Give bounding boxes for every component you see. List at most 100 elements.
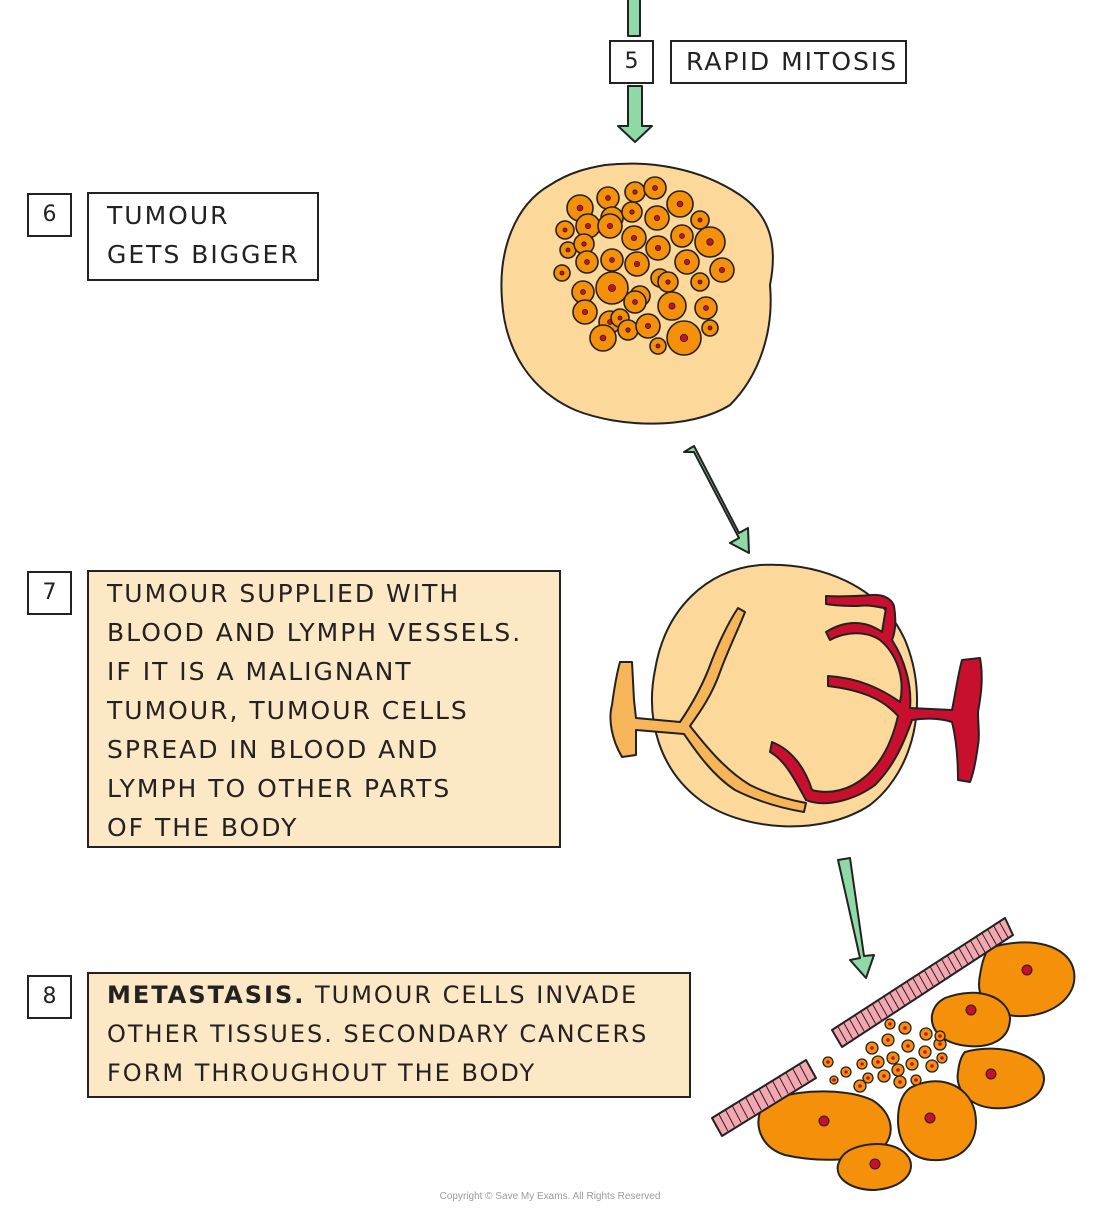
cell-nucleus [679, 233, 685, 239]
blood-vessel-segment [711, 1059, 817, 1137]
step-6-line: GETS BIGGER [107, 240, 300, 269]
cell-nucleus [580, 289, 586, 295]
cell-nucleus [559, 270, 565, 276]
cell-nucleus [629, 209, 635, 215]
cell-nucleus [630, 234, 638, 242]
cell-nucleus [633, 260, 641, 268]
cell-nucleus [599, 334, 607, 342]
migrating-tumour-cells [822, 1018, 948, 1093]
cell-nucleus [914, 1078, 918, 1082]
cell-nucleus [609, 257, 615, 263]
step-8-label: METASTASIS. TUMOUR CELLS INVADE OTHER TI… [87, 972, 691, 1098]
metastasis-term: METASTASIS. [107, 981, 306, 1009]
copyright-notice: Copyright © Save My Exams. All Rights Re… [439, 1191, 661, 1202]
tumour-illustration [500, 162, 774, 425]
cell-nucleus [938, 1034, 942, 1038]
cell-nucleus [938, 1042, 942, 1046]
cell-nucleus [625, 327, 631, 333]
cell-nucleus [644, 322, 652, 330]
cell-nucleus [668, 302, 676, 310]
cell-nucleus [581, 308, 589, 316]
lymph-vessel [609, 607, 807, 813]
cell-nucleus [858, 1084, 862, 1088]
step-7-line: OF THE BODY [107, 813, 299, 842]
tissue-cell [978, 941, 1076, 1018]
step-7-line: BLOOD AND LYMPH VESSELS. [107, 618, 523, 647]
blood-vessel-segment [831, 917, 1014, 1048]
cell-nucleus [924, 1032, 928, 1036]
cell-nucleus [707, 325, 713, 331]
cell-nucleus [653, 214, 661, 222]
cell-nucleus [606, 222, 614, 230]
cell-nucleus [617, 315, 623, 321]
step-8-line-text: TUMOUR CELLS INVADE [305, 981, 639, 1009]
step-7-line: IF IT IS A MALIGNANT [107, 657, 413, 686]
vascularised-tumour-illustration [609, 563, 983, 828]
cell-nucleus [576, 204, 584, 212]
cell-nucleus [665, 279, 671, 285]
cell-nucleus [886, 1038, 890, 1042]
step-5-number: 5 [609, 40, 654, 84]
cell-nucleus [655, 343, 661, 349]
cell-nucleus [844, 1070, 848, 1074]
step-7-number: 7 [27, 571, 72, 615]
cell-nucleus [706, 238, 714, 246]
step-7-line: LYMPH TO OTHER PARTS [107, 774, 452, 803]
cell-nucleus [605, 195, 611, 201]
step-6-number: 6 [27, 193, 72, 237]
step-7-line: TUMOUR, TUMOUR CELLS [107, 696, 469, 725]
cell-nucleus [584, 222, 592, 230]
cell-nucleus [562, 227, 568, 233]
step-8-line: FORM THROUGHOUT THE BODY [107, 1059, 537, 1087]
cell-nucleus [697, 217, 703, 223]
step-6-label: TUMOUR GETS BIGGER [87, 192, 319, 281]
cell-nucleus [860, 1062, 864, 1066]
cell-nucleus [697, 279, 703, 285]
cell-nucleus [581, 241, 587, 247]
blood-vessel [769, 593, 983, 805]
tissue-cell [896, 1080, 977, 1162]
step-8-number: 8 [27, 975, 72, 1019]
step-7-line: TUMOUR SUPPLIED WITH [107, 579, 461, 608]
cell-nucleus [940, 1056, 944, 1060]
cell-nucleus [703, 305, 709, 311]
cell-nucleus [683, 258, 691, 266]
step-6-line: TUMOUR [107, 201, 230, 230]
tissue-cell [930, 991, 1012, 1048]
tissue-cell [956, 1047, 1046, 1110]
cell-nucleus [826, 1060, 830, 1064]
tumour-cell-cluster [553, 176, 735, 356]
cell-nucleus [632, 299, 638, 305]
cell-nucleus [930, 1064, 934, 1068]
step-8-line: METASTASIS. TUMOUR CELLS INVADE [107, 976, 689, 1015]
cell-nucleus [676, 200, 684, 208]
step-7-label: TUMOUR SUPPLIED WITH BLOOD AND LYMPH VES… [87, 570, 561, 848]
cell-nucleus [903, 1026, 907, 1030]
cell-nucleus [898, 1080, 902, 1084]
cell-nucleus [632, 189, 638, 195]
cell-nucleus [896, 1068, 900, 1072]
cell-nucleus [654, 244, 662, 252]
process-arrow-5 [617, 0, 653, 143]
cell-nucleus [906, 1044, 910, 1048]
cell-nucleus [565, 247, 571, 253]
cell-nucleus [923, 1050, 927, 1054]
cell-nucleus [870, 1046, 874, 1050]
process-arrow-7 [837, 857, 875, 979]
cell-nucleus [718, 266, 726, 274]
cell-nucleus [910, 1062, 914, 1066]
cell-nucleus [888, 1022, 892, 1026]
step-5-label: RAPID MITOSIS [670, 40, 907, 84]
cell-nucleus [584, 259, 590, 265]
step-7-line: SPREAD IN BLOOD AND [107, 735, 440, 764]
metastasis-illustration [711, 917, 1076, 1192]
cell-nucleus [832, 1078, 836, 1082]
step-8-line: OTHER TISSUES. SECONDARY CANCERS [107, 1020, 649, 1048]
cell-nucleus [876, 1060, 880, 1064]
cell-nucleus [608, 284, 616, 292]
process-arrow-6 [683, 445, 750, 554]
step-5-line: RAPID MITOSIS [686, 47, 899, 76]
cell-nucleus [882, 1074, 886, 1078]
cell-nucleus [866, 1076, 870, 1080]
